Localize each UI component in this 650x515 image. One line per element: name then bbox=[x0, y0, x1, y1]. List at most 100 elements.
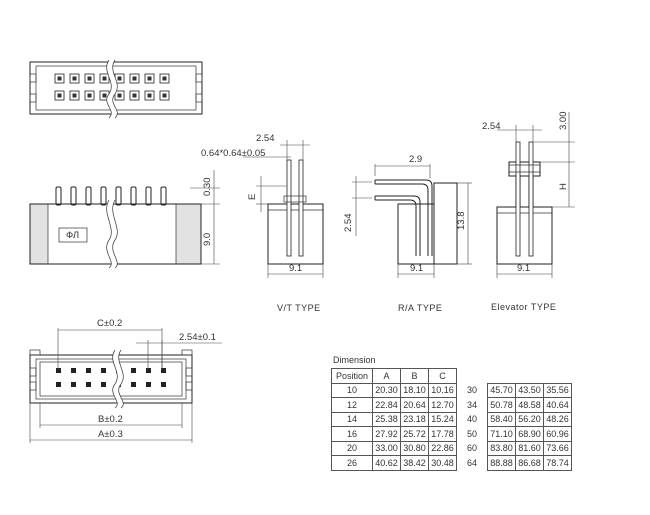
front-pin bbox=[86, 382, 91, 387]
top-pin-core bbox=[87, 93, 92, 98]
table-header-cell: B bbox=[400, 368, 429, 384]
table-cell: 33.00 bbox=[372, 440, 401, 456]
vt-caption: V/T TYPE bbox=[277, 303, 321, 313]
table-cell: 30.48 bbox=[428, 455, 457, 471]
ra-138: 13.8 bbox=[456, 212, 467, 231]
table-cell: 64 bbox=[456, 455, 488, 470]
side-pin bbox=[100, 186, 107, 206]
front-pin bbox=[131, 382, 136, 387]
table-cell: 48.26 bbox=[543, 411, 572, 427]
front-pin bbox=[146, 368, 151, 373]
front-pin bbox=[146, 382, 151, 387]
table-cell: 73.66 bbox=[543, 440, 572, 456]
vt-pitch: 2.54 bbox=[256, 133, 275, 144]
table-cell: 30.80 bbox=[400, 440, 429, 456]
table-cell: 25.38 bbox=[372, 411, 401, 427]
table-cell: 45.70 bbox=[487, 382, 516, 398]
table-cell: 88.88 bbox=[487, 455, 516, 471]
top-view bbox=[29, 58, 203, 121]
front-pin bbox=[71, 368, 76, 373]
table-cell: 27.92 bbox=[372, 426, 401, 442]
table-cell: 40 bbox=[456, 412, 488, 427]
elev-width-91: 9.1 bbox=[517, 263, 530, 274]
front-pin bbox=[161, 382, 166, 387]
table-header-cell: C bbox=[428, 368, 457, 384]
table-cell: 14 bbox=[331, 411, 373, 427]
pitch-tol-label: 2.54±0.1 bbox=[179, 332, 216, 343]
dim-90: 9.0 bbox=[202, 233, 213, 246]
front-pin bbox=[101, 368, 106, 373]
front-pin bbox=[71, 382, 76, 387]
top-pin-core bbox=[117, 93, 122, 98]
side-pin bbox=[85, 186, 92, 206]
table-cell: 22.86 bbox=[428, 440, 457, 456]
dim-030: 0.30 bbox=[202, 178, 213, 197]
top-pin-core bbox=[102, 76, 107, 81]
ra-29: 2.9 bbox=[409, 154, 422, 165]
top-pin-core bbox=[72, 76, 77, 81]
table-cell: 20 bbox=[331, 440, 373, 456]
table-cell: 12.70 bbox=[428, 397, 457, 413]
front-pin bbox=[131, 368, 136, 373]
side-pin bbox=[160, 186, 167, 206]
vt-pin-size: 0.64*0.64±0.05 bbox=[201, 148, 265, 159]
top-pin-core bbox=[117, 76, 122, 81]
table-cell: 25.72 bbox=[400, 426, 429, 442]
side-pin bbox=[145, 186, 152, 206]
top-pin-core bbox=[132, 93, 137, 98]
table-cell: 40.62 bbox=[372, 455, 401, 471]
table-cell: 50.78 bbox=[487, 397, 516, 413]
ra-width-91: 9.1 bbox=[410, 263, 423, 274]
table-cell: 20.64 bbox=[400, 397, 429, 413]
front-pin bbox=[86, 368, 91, 373]
top-pin-core bbox=[147, 76, 152, 81]
elevator-type-view: 2.54 3.00 H 9.1 Elevator TYPE bbox=[482, 112, 575, 312]
table-cell: 23.18 bbox=[400, 411, 429, 427]
table-cell: 10 bbox=[331, 382, 373, 398]
table-title: Dimension bbox=[333, 355, 376, 365]
vt-width-91: 9.1 bbox=[289, 263, 302, 274]
table-header-cell: A bbox=[372, 368, 401, 384]
table-cell: 35.56 bbox=[543, 382, 572, 398]
table-cell: 17.78 bbox=[428, 426, 457, 442]
top-pin-core bbox=[162, 93, 167, 98]
table-cell: 86.68 bbox=[515, 455, 544, 471]
table-cell: 40.64 bbox=[543, 397, 572, 413]
top-pin-core bbox=[102, 93, 107, 98]
front-pin bbox=[56, 382, 61, 387]
table-cell: 81.60 bbox=[515, 440, 544, 456]
top-pin-core bbox=[162, 76, 167, 81]
table-cell: 58.40 bbox=[487, 411, 516, 427]
top-pin-core bbox=[87, 76, 92, 81]
table-cell: 83.80 bbox=[487, 440, 516, 456]
elevator-caption: Elevator TYPE bbox=[491, 302, 556, 312]
side-pin bbox=[115, 186, 122, 206]
top-pin-core bbox=[132, 76, 137, 81]
ra-type-view: 2.9 2.54 13.8 9.1 R/A TYPE bbox=[343, 154, 472, 313]
side-pin bbox=[130, 186, 137, 206]
top-pin-core bbox=[57, 93, 62, 98]
side-view: ФЛ 0.30 9.0 bbox=[29, 170, 220, 271]
side-pin bbox=[55, 186, 62, 206]
top-pin-core bbox=[147, 93, 152, 98]
table-cell: 16 bbox=[331, 426, 373, 442]
top-pin-core bbox=[57, 76, 62, 81]
table-cell: 78.74 bbox=[543, 455, 572, 471]
table-cell: 15.24 bbox=[428, 411, 457, 427]
table-cell: 71.10 bbox=[487, 426, 516, 442]
a-dim-label: A±0.3 bbox=[98, 429, 123, 440]
c-dim-label: C±0.2 bbox=[97, 318, 122, 329]
table-cell: 43.50 bbox=[515, 382, 544, 398]
vt-e: E bbox=[247, 194, 258, 200]
b-dim-label: B±0.2 bbox=[98, 414, 123, 425]
table-cell: 50 bbox=[456, 426, 488, 441]
table-cell: 30 bbox=[456, 383, 488, 398]
